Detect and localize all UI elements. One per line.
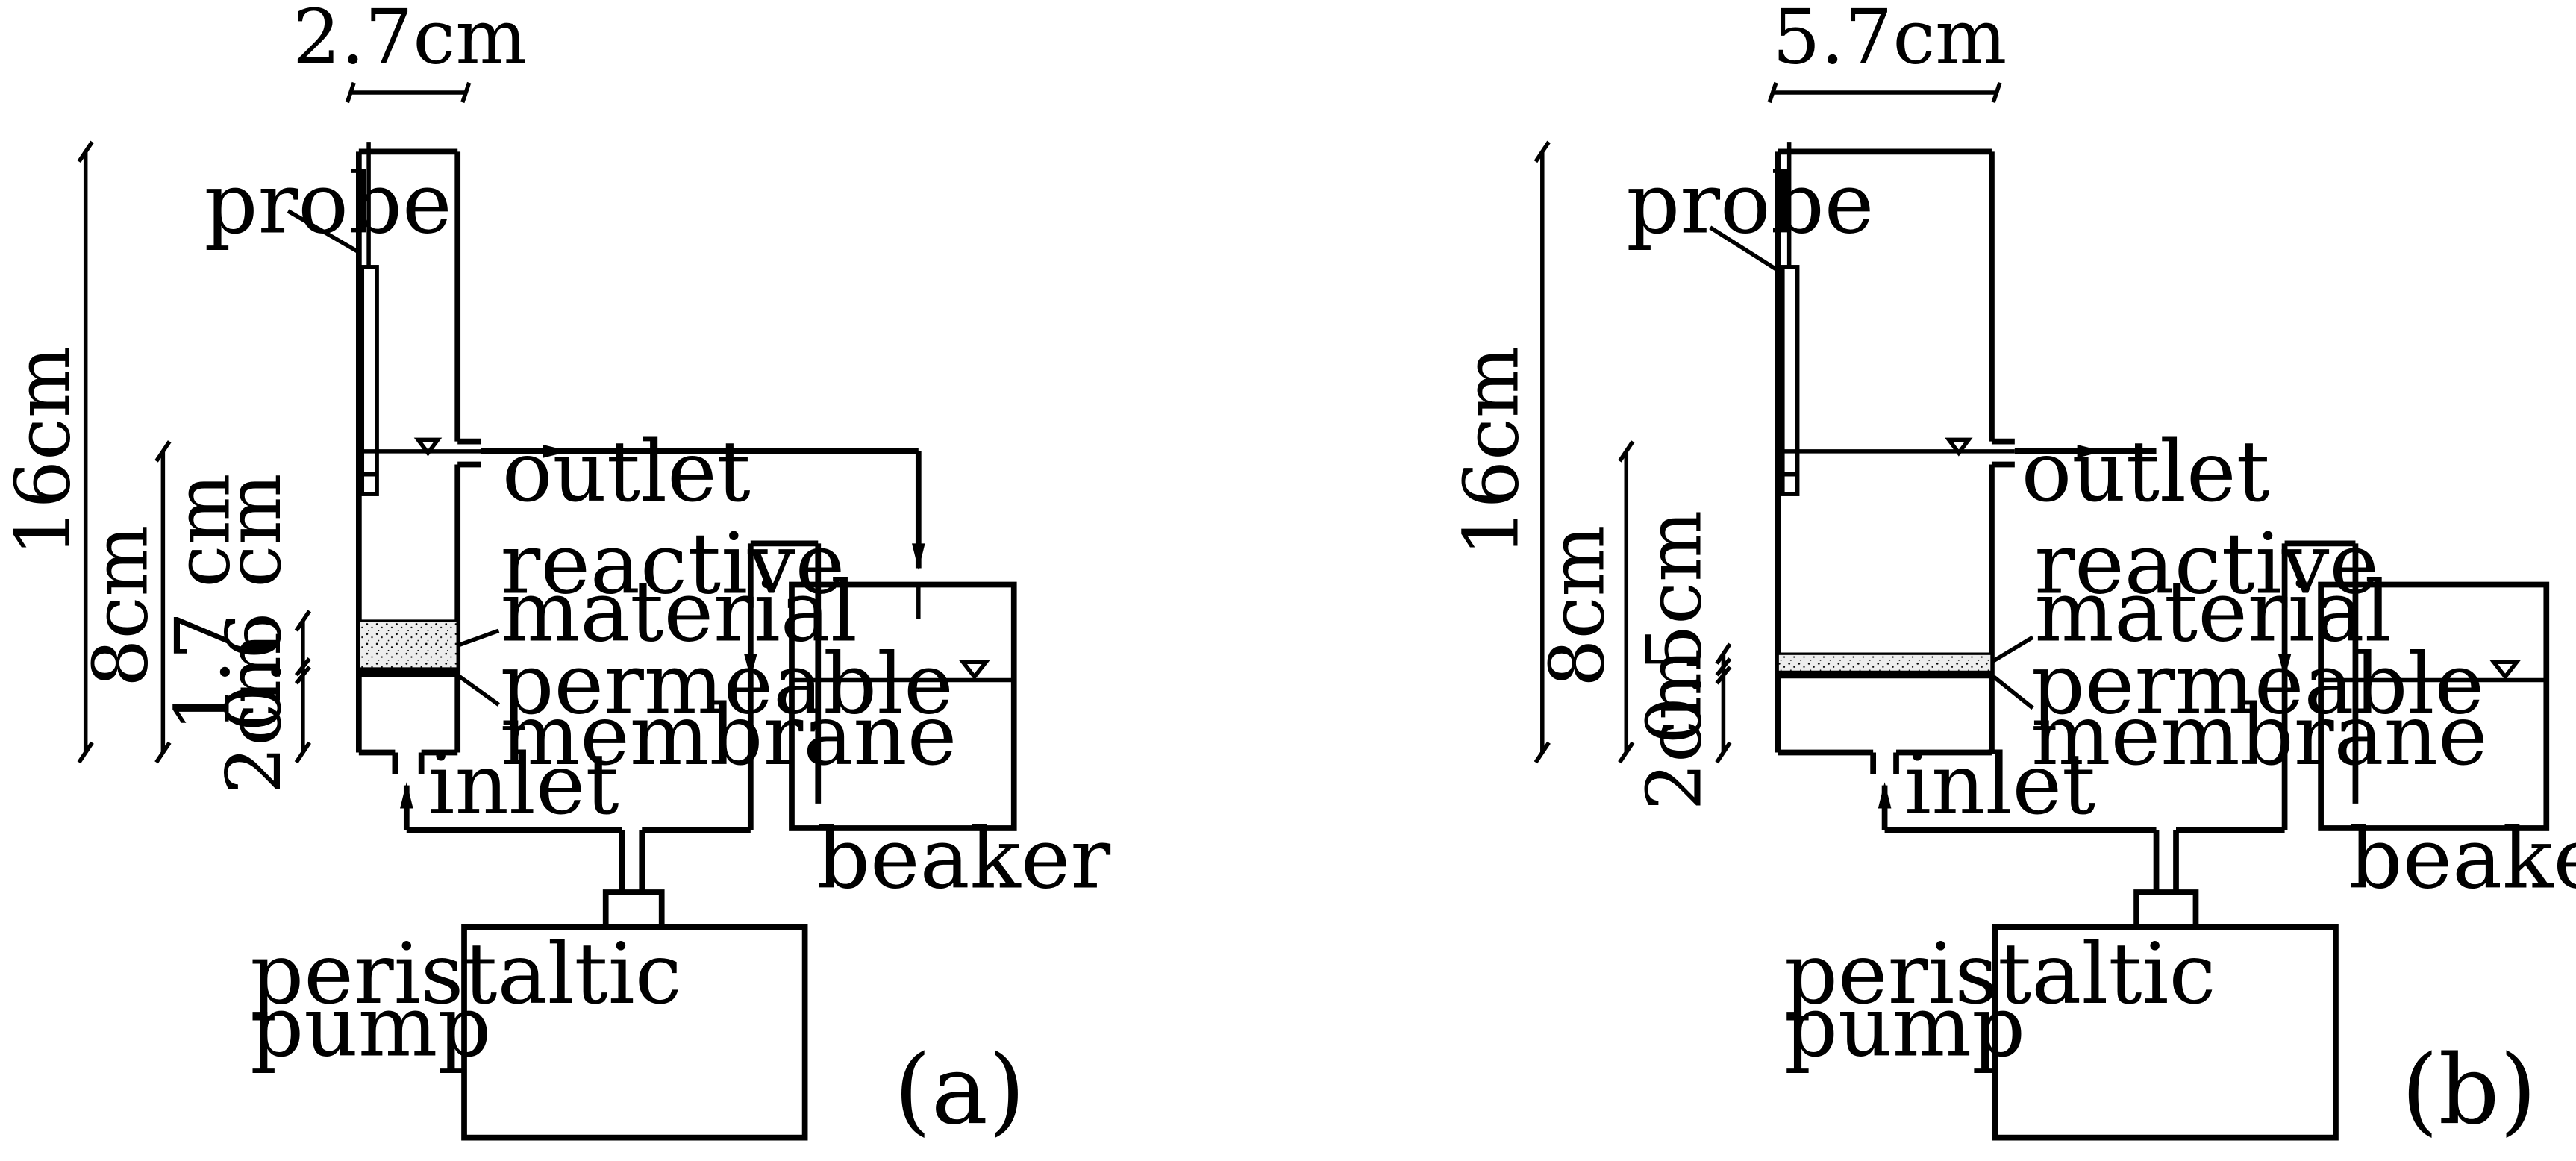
outlet-flow: outlet <box>481 423 925 570</box>
layer-1-label: 0.5cm <box>1631 510 1719 745</box>
inlet-arrow <box>399 782 413 809</box>
inlet-label: inlet <box>1904 736 2095 833</box>
beaker-arrow <box>911 543 925 570</box>
outlet-arrow <box>2077 445 2104 458</box>
return-arrow <box>743 654 757 679</box>
membrane-leader <box>1990 673 2034 710</box>
inlet-tube: inlet <box>392 540 822 892</box>
outlet-flow: outlet <box>2014 423 2270 521</box>
reactive-material-layer <box>357 619 459 670</box>
outlet-label: outlet <box>2022 423 2270 521</box>
reactive-material-layer <box>1776 652 1993 674</box>
layer-3-label: 2cm <box>210 632 298 795</box>
permeable-membrane <box>358 669 458 677</box>
panel-b-label: (b) <box>2401 1035 2537 1146</box>
width-dimension: 5.7cm <box>1767 0 2007 104</box>
width-dimension: 2.7cm <box>293 0 527 104</box>
probe: probe <box>1626 142 1874 496</box>
inlet-arrow <box>1878 782 1892 809</box>
return-arrow <box>2278 654 2292 679</box>
probe-leader <box>287 209 360 254</box>
layer-2-label: 2cm <box>1631 648 1719 811</box>
pump-label-2: pump <box>1784 977 2025 1075</box>
reactive-leader <box>457 628 500 648</box>
pump-label-1: peristaltic <box>1784 925 2216 1023</box>
layer-2-label: 0.6 cm <box>210 473 298 732</box>
probe-label: probe <box>204 154 452 252</box>
outlet-label: outlet <box>502 423 751 521</box>
membrane-leader <box>456 673 500 707</box>
permeable-label: permeable <box>501 636 954 733</box>
panel-a: 2.7cm probe <box>0 0 1110 1146</box>
probe-leader <box>1709 225 1779 272</box>
panel-b: 5.7cm probe outlet <box>1448 0 2576 1146</box>
beaker-label: beaker <box>816 810 1110 907</box>
beaker: beaker <box>2318 581 2576 907</box>
outlet-arrow <box>543 445 570 458</box>
width-label: 2.7cm <box>293 0 527 81</box>
inlet-label: inlet <box>428 736 619 833</box>
water-height-label: 8cm <box>76 525 164 687</box>
layer-1-label: 1.7 cm <box>159 473 247 732</box>
material-label: material <box>501 563 857 661</box>
material-label: material <box>2034 563 2391 661</box>
total-height-label: 16cm <box>0 346 87 557</box>
panel-a-label: (a) <box>894 1035 1025 1146</box>
permeable-label: permeable <box>2031 636 2484 733</box>
pump-label-2: pump <box>250 977 491 1075</box>
beaker: beaker <box>789 581 1110 907</box>
water-level <box>358 437 481 457</box>
inlet-tube: inlet <box>1870 540 2359 892</box>
total-height-label: 16cm <box>1448 346 1536 557</box>
water-height-label: 8cm <box>1533 525 1621 687</box>
probe: probe <box>204 142 452 496</box>
probe-label: probe <box>1626 154 1874 252</box>
membrane-label: membrane <box>2031 686 2488 784</box>
height-dimensions: 16cm 8cm 1.7 cm 0.6 cm 2cm <box>0 140 311 795</box>
beaker-label: beaker <box>2349 810 2576 907</box>
water-level <box>1778 437 2015 457</box>
peristaltic-pump: peristaltic pump <box>250 889 808 1141</box>
pump-label-1: peristaltic <box>250 925 681 1023</box>
width-label: 5.7cm <box>1772 0 2007 81</box>
height-dimensions: 16cm 8cm 0.5cm 2cm <box>1448 140 1732 811</box>
permeable-membrane <box>1778 672 1992 679</box>
membrane-label: membrane <box>501 686 957 784</box>
reactive-leader <box>1990 635 2034 664</box>
peristaltic-pump: peristaltic pump <box>1784 889 2339 1141</box>
reactive-label: reactive <box>501 516 845 613</box>
